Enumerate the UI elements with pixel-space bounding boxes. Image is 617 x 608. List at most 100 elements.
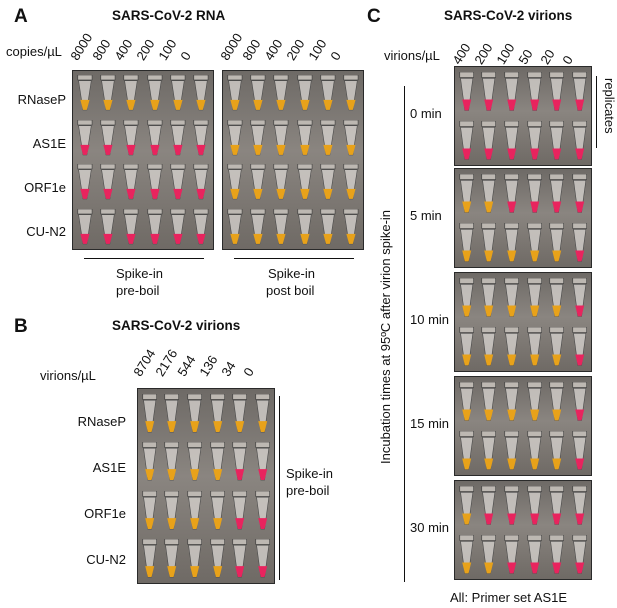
panel-c-footer: All: Primer set AS1E bbox=[450, 590, 568, 605]
panel-b-tube-r4-c2 bbox=[164, 539, 180, 578]
panel-c-t3-tube-r1-c3 bbox=[504, 277, 519, 317]
panel-a-pre-tube-r4-c1 bbox=[77, 208, 93, 245]
panel-c-t3-tube-r2-c4 bbox=[527, 326, 542, 366]
panel-b-tube-r2-c2 bbox=[164, 442, 180, 481]
panel-a-post-tube-r1-c2 bbox=[250, 75, 266, 111]
panel-a-post-tube-r4-c3 bbox=[273, 208, 289, 245]
panel-c-conc-3: 100 bbox=[493, 40, 518, 67]
panel-c-t5-tube-r1-c3 bbox=[504, 485, 519, 525]
panel-c-t5-tube-r1-c6 bbox=[572, 485, 587, 525]
panel-a-row-as1e: AS1E bbox=[32, 136, 66, 151]
panel-a-pre-tube-r2-c2 bbox=[100, 119, 116, 156]
panel-a-pre-tube-r1-c1 bbox=[77, 75, 93, 111]
panel-b-tube-r4-c5 bbox=[232, 539, 248, 578]
panel-b-conc-4: 136 bbox=[196, 352, 221, 379]
panel-c-photo-10-min bbox=[454, 272, 592, 372]
panel-b-tube-r2-c4 bbox=[210, 442, 225, 481]
panel-c-t3-tube-r1-c4 bbox=[527, 277, 542, 317]
panel-b-conc-6: 0 bbox=[240, 364, 257, 379]
panel-c-t4-tube-r2-c4 bbox=[527, 430, 542, 470]
panel-c-t4-tube-r2-c6 bbox=[572, 430, 587, 470]
panel-b-letter: B bbox=[14, 316, 28, 337]
panel-c-photo-15-min bbox=[454, 376, 592, 476]
panel-c-time-label-3: 10 min bbox=[410, 312, 450, 327]
panel-b-tube-r2-c1 bbox=[142, 442, 157, 481]
panel-c-conc-5: 20 bbox=[537, 46, 558, 67]
panel-c-conc-6: 0 bbox=[559, 52, 576, 67]
panel-c-t5-tube-r1-c5 bbox=[549, 485, 565, 525]
panel-a-post-tube-r3-c4 bbox=[297, 164, 313, 200]
panel-a-post-tube-r4-c6 bbox=[343, 208, 359, 245]
panel-a-pre-tube-r4-c2 bbox=[100, 208, 116, 245]
panel-c-t4-tube-r1-c6 bbox=[572, 381, 587, 421]
panel-a-axis-label: copies/µL bbox=[6, 44, 62, 59]
panel-c-t2-tube-r2-c5 bbox=[549, 222, 565, 262]
panel-c-photo-5-min bbox=[454, 168, 592, 268]
panel-c-t5-tube-r1-c2 bbox=[481, 485, 497, 525]
panel-a-post-tube-r4-c4 bbox=[297, 208, 313, 245]
panel-c-t2-tube-r1-c2 bbox=[481, 173, 497, 213]
panel-c-vertical-label: Incubation times at 95ºC after virion sp… bbox=[378, 209, 393, 464]
panel-a-post-tube-r2-c6 bbox=[343, 119, 359, 156]
panel-a-post-tube-r3-c5 bbox=[320, 164, 336, 200]
panel-a-post-tube-r2-c4 bbox=[297, 119, 313, 156]
panel-c-axis-label: virions/µL bbox=[384, 48, 440, 63]
panel-a-post-tube-r4-c1 bbox=[227, 208, 243, 245]
panel-b-tube-r3-c5 bbox=[232, 490, 248, 530]
panel-b-tube-r4-c4 bbox=[210, 539, 225, 578]
panel-c-t1-tube-r2-c3 bbox=[504, 120, 519, 160]
panel-a-post-tube-r3-c3 bbox=[273, 164, 289, 200]
panel-c-t2-tube-r1-c5 bbox=[549, 173, 565, 213]
panel-a-post-tube-r4-c2 bbox=[250, 208, 266, 245]
panel-a-conc-post-4: 200 bbox=[283, 36, 308, 63]
panel-c-t4-tube-r2-c2 bbox=[481, 430, 497, 470]
panel-a-post-tube-r3-c2 bbox=[250, 164, 266, 200]
panel-c-t1-tube-r1-c4 bbox=[527, 71, 542, 111]
panel-a-post-tube-r3-c1 bbox=[227, 164, 243, 200]
panel-a-pre-tube-r3-c1 bbox=[77, 164, 93, 200]
panel-b-tube-r2-c6 bbox=[255, 442, 270, 481]
panel-b-tube-r1-c4 bbox=[210, 393, 225, 433]
panel-c-conc-2: 200 bbox=[471, 40, 496, 67]
panel-b-row-as1e: AS1E bbox=[92, 460, 126, 475]
panel-c-t3-tube-r2-c2 bbox=[481, 326, 497, 366]
panel-a-title: SARS-CoV-2 RNA bbox=[112, 8, 226, 23]
panel-c-time-label-4: 15 min bbox=[410, 416, 450, 431]
panel-c-t4-tube-r2-c5 bbox=[549, 430, 565, 470]
panel-a-pre-tube-r4-c3 bbox=[123, 208, 139, 245]
panel-b-side-label-1: Spike-in bbox=[286, 466, 333, 481]
panel-c-t5-tube-r2-c3 bbox=[504, 534, 519, 574]
panel-a-letter: A bbox=[14, 6, 28, 27]
panel-b-tube-r3-c6 bbox=[255, 490, 270, 530]
panel-c-t5-tube-r2-c1 bbox=[459, 534, 474, 574]
panel-a-pre-tube-r4-c6 bbox=[193, 208, 209, 245]
panel-c-t5-tube-r2-c6 bbox=[572, 534, 587, 574]
panel-c-conc-4: 50 bbox=[515, 46, 536, 67]
panel-c-t1-tube-r1-c2 bbox=[481, 71, 497, 111]
panel-a-post-tube-r2-c2 bbox=[250, 119, 266, 156]
panel-c-t2-tube-r2-c4 bbox=[527, 222, 542, 262]
panel-a-divider-pre bbox=[84, 258, 204, 259]
panel-c-t3-tube-r1-c5 bbox=[549, 277, 565, 317]
panel-b-tube-r3-c4 bbox=[210, 490, 225, 530]
panel-a-post-tube-r1-c5 bbox=[320, 75, 336, 111]
panel-c-t4-tube-r1-c3 bbox=[504, 381, 519, 421]
panel-b-row-cu-n2: CU-N2 bbox=[86, 552, 126, 567]
panel-c-t1-tube-r1-c3 bbox=[504, 71, 519, 111]
panel-c-replicates-bracket bbox=[596, 76, 597, 148]
panel-c-t1-tube-r1-c1 bbox=[459, 71, 474, 111]
panel-a-pre-tube-r1-c3 bbox=[123, 75, 139, 111]
panel-c-t3-tube-r1-c2 bbox=[481, 277, 497, 317]
panel-b-tube-r3-c3 bbox=[187, 490, 202, 530]
panel-a-pre-tube-r3-c6 bbox=[193, 164, 209, 200]
panel-b-side-label-2: pre-boil bbox=[286, 483, 330, 498]
panel-a-post-tube-r1-c3 bbox=[273, 75, 289, 111]
panel-c-t2-tube-r2-c3 bbox=[504, 222, 519, 262]
panel-b-tube-r1-c6 bbox=[255, 393, 270, 433]
panel-b-tube-r1-c5 bbox=[232, 393, 248, 433]
panel-c-t1-tube-r2-c6 bbox=[572, 120, 587, 160]
panel-b-row-orf1e: ORF1e bbox=[84, 506, 126, 521]
panel-b-tube-r1-c1 bbox=[142, 393, 157, 433]
panel-a-pre-tube-r2-c4 bbox=[147, 119, 163, 156]
panel-b-tube-r2-c3 bbox=[187, 442, 202, 481]
